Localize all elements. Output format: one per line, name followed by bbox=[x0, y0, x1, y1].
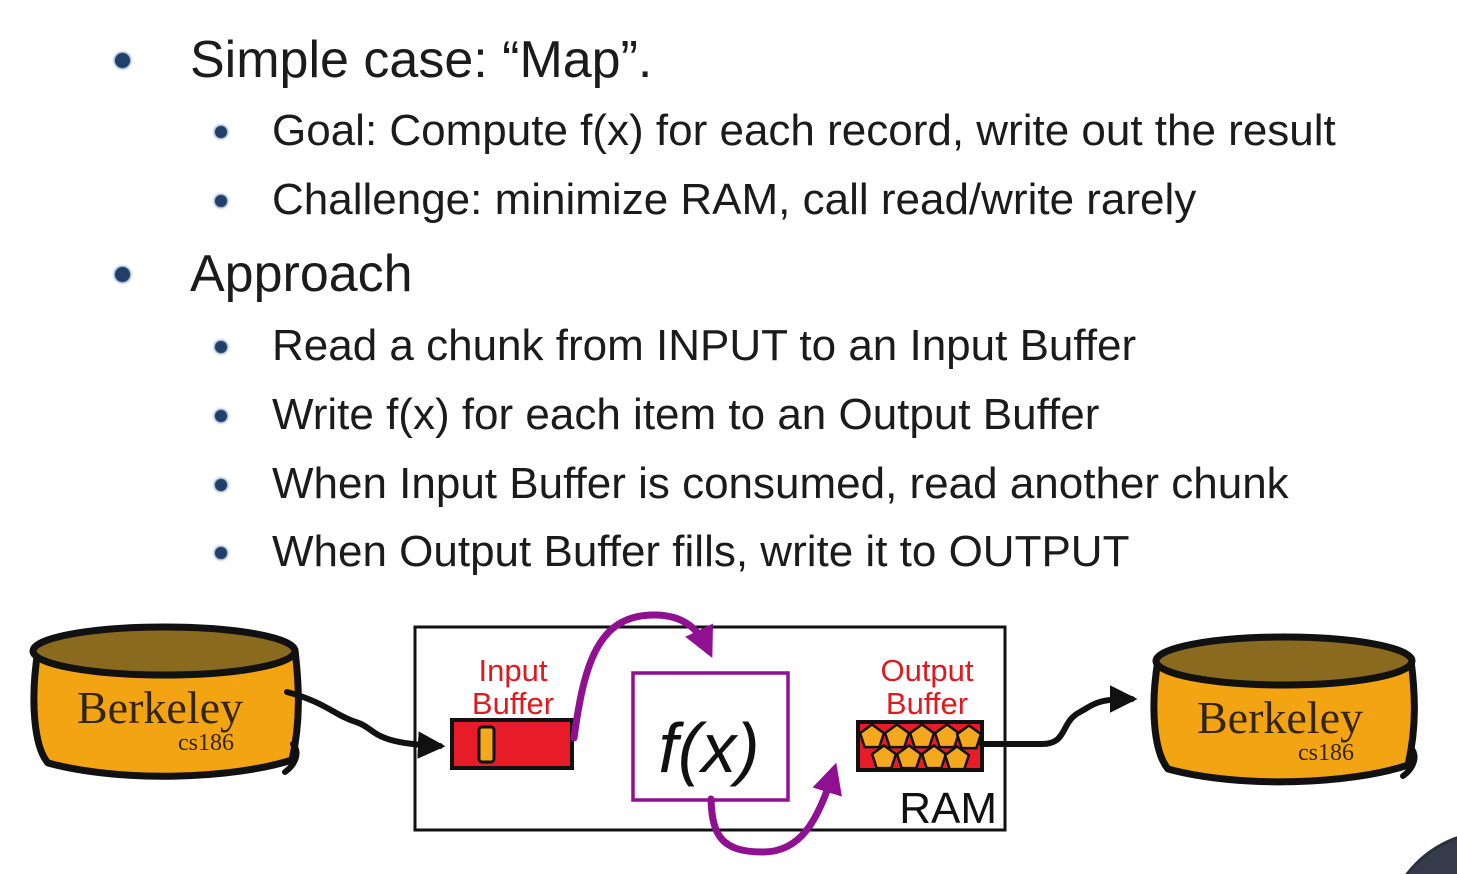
function-label: f(x) bbox=[658, 709, 759, 787]
bullet-text: Simple case: “Map”. bbox=[190, 31, 653, 89]
bullet-dot-icon bbox=[115, 53, 130, 68]
input-buffer-label-line2: Buffer bbox=[472, 686, 554, 721]
ram-label: RAM bbox=[899, 784, 997, 833]
bullet-item: Approach bbox=[0, 242, 1457, 306]
database-cylinder-icon-output: Berkeley cs186 bbox=[1150, 633, 1418, 786]
record-pentagon-icon bbox=[883, 722, 911, 749]
record-pentagon-icon bbox=[943, 744, 971, 771]
bullet-dot-icon bbox=[215, 479, 227, 491]
function-box bbox=[631, 671, 790, 802]
bullet-item: Read a chunk from INPUT to an Input Buff… bbox=[0, 318, 1457, 374]
bullet-text: When Input Buffer is consumed, read anot… bbox=[272, 459, 1289, 508]
output-disk-sketch-tail bbox=[1400, 745, 1418, 779]
record-pentagon-icon bbox=[895, 743, 923, 770]
output-disk-top bbox=[1152, 633, 1416, 689]
input-buffer-record-icon bbox=[477, 725, 496, 764]
bullet-item: When Input Buffer is consumed, read anot… bbox=[0, 456, 1457, 512]
flow-arrow-icon-function-to-output bbox=[707, 762, 842, 856]
bullet-text: Challenge: minimize RAM, call read/write… bbox=[272, 175, 1197, 224]
bullet-text: When Output Buffer fills, write it to OU… bbox=[272, 527, 1130, 576]
record-pentagon-icon bbox=[920, 743, 948, 770]
bullet-text: Goal: Compute f(x) for each record, writ… bbox=[272, 106, 1336, 155]
bullet-text: Read a chunk from INPUT to an Input Buff… bbox=[272, 321, 1137, 370]
record-pentagon-icon bbox=[870, 743, 898, 770]
bullet-text: Write f(x) for each item to an Output Bu… bbox=[272, 390, 1100, 439]
bullet-item: Simple case: “Map”. bbox=[0, 28, 1457, 92]
output-disk-label: Berkeley bbox=[1197, 692, 1363, 743]
bullet-text: Approach bbox=[190, 245, 413, 303]
flow-arrow-icon-output-to-disk bbox=[979, 685, 1138, 747]
output-disk-sublabel: cs186 bbox=[1298, 740, 1354, 766]
bullet-dot-icon bbox=[215, 341, 227, 353]
record-pentagon-icon bbox=[908, 722, 936, 749]
record-pentagon-icon bbox=[933, 722, 961, 749]
bullet-item: Write f(x) for each item to an Output Bu… bbox=[0, 387, 1457, 443]
input-buffer-label-line1: Input bbox=[479, 653, 548, 688]
input-disk-top bbox=[29, 623, 299, 679]
bullet-item: When Output Buffer fills, write it to OU… bbox=[0, 524, 1457, 580]
bullet-dot-icon bbox=[215, 126, 227, 138]
input-disk-label: Berkeley bbox=[77, 682, 243, 733]
record-pentagon-icon bbox=[858, 722, 886, 749]
output-disk-body bbox=[1150, 656, 1418, 786]
record-pentagon-icon bbox=[955, 723, 983, 750]
output-buffer-items bbox=[858, 722, 983, 771]
flow-arrow-icon-disk-to-input bbox=[284, 689, 446, 759]
input-buffer-box bbox=[450, 718, 574, 770]
bullet-dot-icon bbox=[215, 547, 227, 559]
output-buffer-label-line2: Buffer bbox=[886, 686, 968, 721]
input-disk-body bbox=[30, 646, 302, 780]
bullet-dot-icon bbox=[115, 267, 130, 282]
bullet-dot-icon bbox=[215, 195, 227, 207]
database-cylinder-icon-input: Berkeley cs186 bbox=[29, 623, 302, 780]
map-dataflow-diagram: Berkeley cs186 Berkeley cs186 RAM Input … bbox=[29, 611, 1418, 856]
input-disk-sketch-tail bbox=[282, 741, 300, 775]
flow-arrow-icon-input-to-function bbox=[570, 611, 714, 742]
bullet-item: Challenge: minimize RAM, call read/write… bbox=[0, 172, 1457, 228]
bullet-dot-icon bbox=[215, 410, 227, 422]
bullet-item: Goal: Compute f(x) for each record, writ… bbox=[0, 103, 1457, 159]
output-buffer-label-line1: Output bbox=[880, 653, 973, 688]
input-disk-sublabel: cs186 bbox=[178, 730, 234, 756]
